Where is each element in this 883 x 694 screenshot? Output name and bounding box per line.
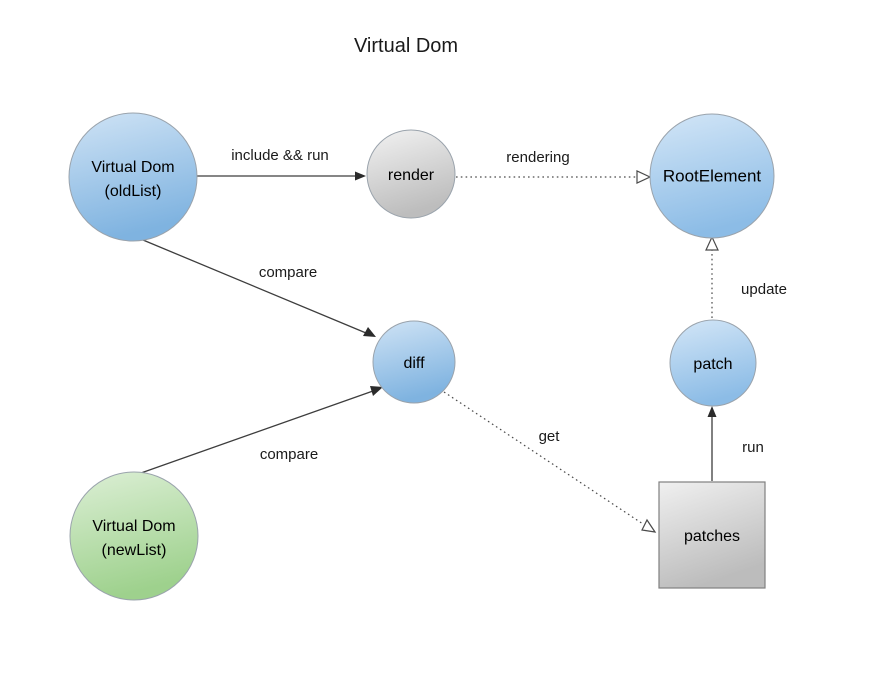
node-label-line1: diff [403,355,425,372]
edge-label-update: update [741,281,787,298]
node-patches[interactable]: patches [658,481,766,589]
edge-label-run: run [742,439,764,456]
arrowhead-hollow [636,170,652,184]
node-circle[interactable] [68,112,198,242]
node-rect[interactable] [658,481,766,589]
node-circle[interactable] [372,320,456,404]
edge-run: run [707,406,764,481]
edge-label-rendering: rendering [506,149,569,166]
node-circle[interactable] [366,129,456,219]
arrowhead-hollow [705,235,719,251]
node-circle[interactable] [669,319,757,407]
arrowhead-filled [370,386,383,396]
node-label-line1: patch [693,356,732,373]
edge-label-get: get [539,428,561,445]
edge-get: get [443,391,657,533]
edge-rendering: rendering [456,149,652,184]
node-label-line1: render [388,167,435,184]
node-label-line2: (newList) [102,542,167,559]
edge-label-compare-old: compare [259,264,317,281]
edge-compare-old: compare [142,239,376,337]
node-root-element[interactable]: RootElement [649,113,775,239]
arrowhead-filled [707,406,717,417]
arrowhead-filled [363,327,376,337]
edge-label-include-and-run: include && run [231,147,329,164]
edge-update: update [705,235,787,318]
node-label-line1: RootElement [663,166,762,185]
edge-line [142,239,367,334]
arrowhead-filled [355,171,366,181]
edge-line [443,391,644,525]
node-patch[interactable]: patch [669,319,757,407]
edge-label-compare-new: compare [260,446,318,463]
node-label-line1: Virtual Dom [92,518,175,535]
arrowhead-hollow [641,518,657,533]
node-virtual-dom-old-list[interactable]: Virtual Dom (oldList) [68,112,198,242]
node-circle[interactable] [69,471,199,601]
node-virtual-dom-new-list[interactable]: Virtual Dom (newList) [69,471,199,601]
edge-include-and-run: include && run [197,147,366,181]
edge-line [140,390,374,474]
node-label-line1: Virtual Dom [91,159,174,176]
page-title: Virtual Dom [354,35,458,57]
edge-compare-new: compare [140,386,383,474]
node-label-line1: patches [684,528,740,545]
node-diff[interactable]: diff [372,320,456,404]
node-circle[interactable] [649,113,775,239]
node-label-line2: (oldList) [105,183,162,200]
node-render[interactable]: render [366,129,456,219]
